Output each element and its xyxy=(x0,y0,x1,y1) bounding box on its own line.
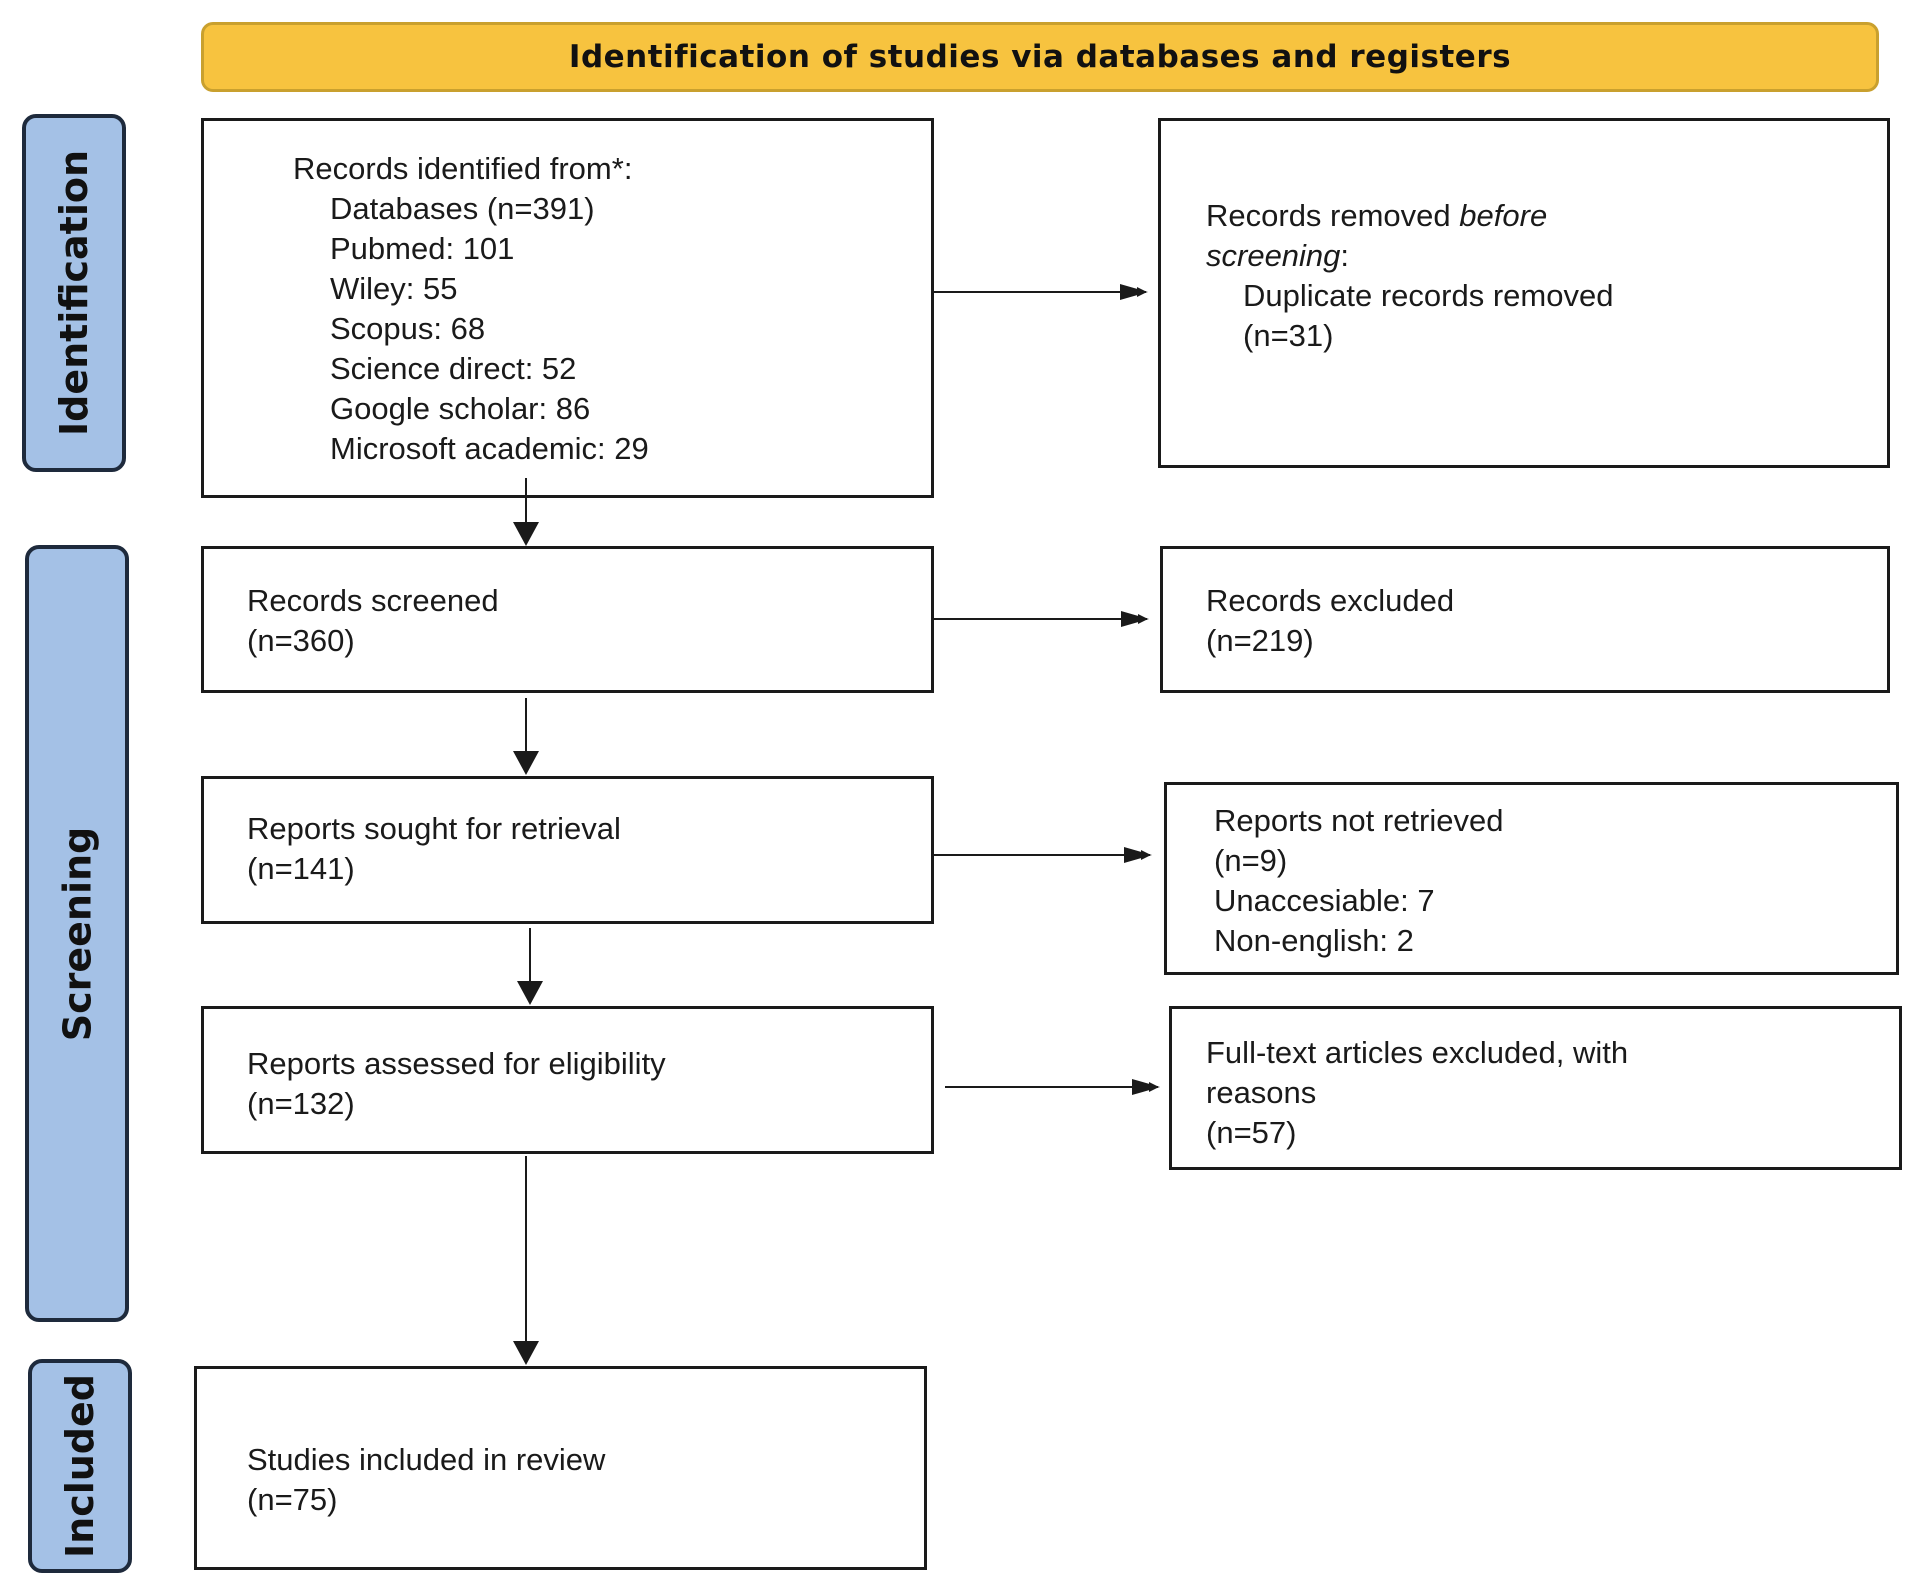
source-line: Science direct: 52 xyxy=(330,351,577,386)
header-banner: Identification of studies via databases … xyxy=(201,22,1879,92)
reports-assessed-label: Reports assessed for eligibility xyxy=(247,1046,666,1081)
source-line: Pubmed: 101 xyxy=(330,231,515,266)
duplicates-count: (n=31) xyxy=(1243,318,1334,353)
source-line: Microsoft academic: 29 xyxy=(330,431,649,466)
records-removed-heading: Records removed before xyxy=(1206,196,1887,236)
duplicates-label: Duplicate records removed xyxy=(1243,278,1614,313)
records-excluded-count: (n=219) xyxy=(1206,623,1314,658)
reports-sought-box: Reports sought for retrieval (n=141) xyxy=(201,776,934,924)
fulltext-excluded-line2: reasons xyxy=(1206,1075,1317,1110)
records-screened-box: Records screened (n=360) xyxy=(201,546,934,693)
source-line: Databases (n=391) xyxy=(330,191,595,226)
source-line: Wiley: 55 xyxy=(330,271,458,306)
not-retrieved-reason: Non-english: 2 xyxy=(1214,923,1414,958)
records-excluded-box: Records excluded (n=219) xyxy=(1160,546,1890,693)
reports-not-retrieved-box: Reports not retrieved (n=9) Unaccesiable… xyxy=(1164,782,1899,975)
reports-assessed-box: Reports assessed for eligibility (n=132) xyxy=(201,1006,934,1154)
phase-identification: Identification xyxy=(22,114,126,472)
not-retrieved-label: Reports not retrieved xyxy=(1214,803,1504,838)
source-line: Scopus: 68 xyxy=(330,311,486,346)
studies-included-box: Studies included in review (n=75) xyxy=(194,1366,927,1570)
source-line: Google scholar: 86 xyxy=(330,391,591,426)
studies-included-count: (n=75) xyxy=(247,1482,338,1517)
phase-screening: Screening xyxy=(25,545,129,1322)
records-screened-label: Records screened xyxy=(247,583,499,618)
records-excluded-label: Records excluded xyxy=(1206,583,1455,618)
phase-included: Included xyxy=(28,1359,132,1573)
records-removed-heading-2: screening: xyxy=(1206,236,1887,276)
heading-suffix: : xyxy=(1340,238,1350,273)
records-removed-box: Records removed before screening: Duplic… xyxy=(1158,118,1890,468)
fulltext-excluded-count: (n=57) xyxy=(1206,1115,1297,1150)
not-retrieved-reason: Unaccesiable: 7 xyxy=(1214,883,1435,918)
reports-assessed-count: (n=132) xyxy=(247,1086,355,1121)
phase-screening-label: Screening xyxy=(55,826,100,1041)
phase-included-label: Included xyxy=(58,1374,103,1558)
heading-italic-screening: screening xyxy=(1206,238,1341,273)
not-retrieved-count: (n=9) xyxy=(1214,843,1288,878)
reports-sought-label: Reports sought for retrieval xyxy=(247,811,621,846)
phase-identification-label: Identification xyxy=(52,149,97,437)
header-title: Identification of studies via databases … xyxy=(568,39,1512,75)
records-screened-count: (n=360) xyxy=(247,623,355,658)
fulltext-excluded-line1: Full-text articles excluded, with xyxy=(1206,1035,1629,1070)
records-identified-heading: Records identified from*: xyxy=(293,151,633,186)
studies-included-label: Studies included in review xyxy=(247,1442,606,1477)
fulltext-excluded-box: Full-text articles excluded, with reason… xyxy=(1169,1006,1902,1170)
reports-sought-count: (n=141) xyxy=(247,851,355,886)
records-identified-box: Records identified from*: Databases (n=3… xyxy=(201,118,934,498)
heading-prefix: Records removed xyxy=(1206,198,1460,233)
heading-italic-before: before xyxy=(1459,198,1548,233)
